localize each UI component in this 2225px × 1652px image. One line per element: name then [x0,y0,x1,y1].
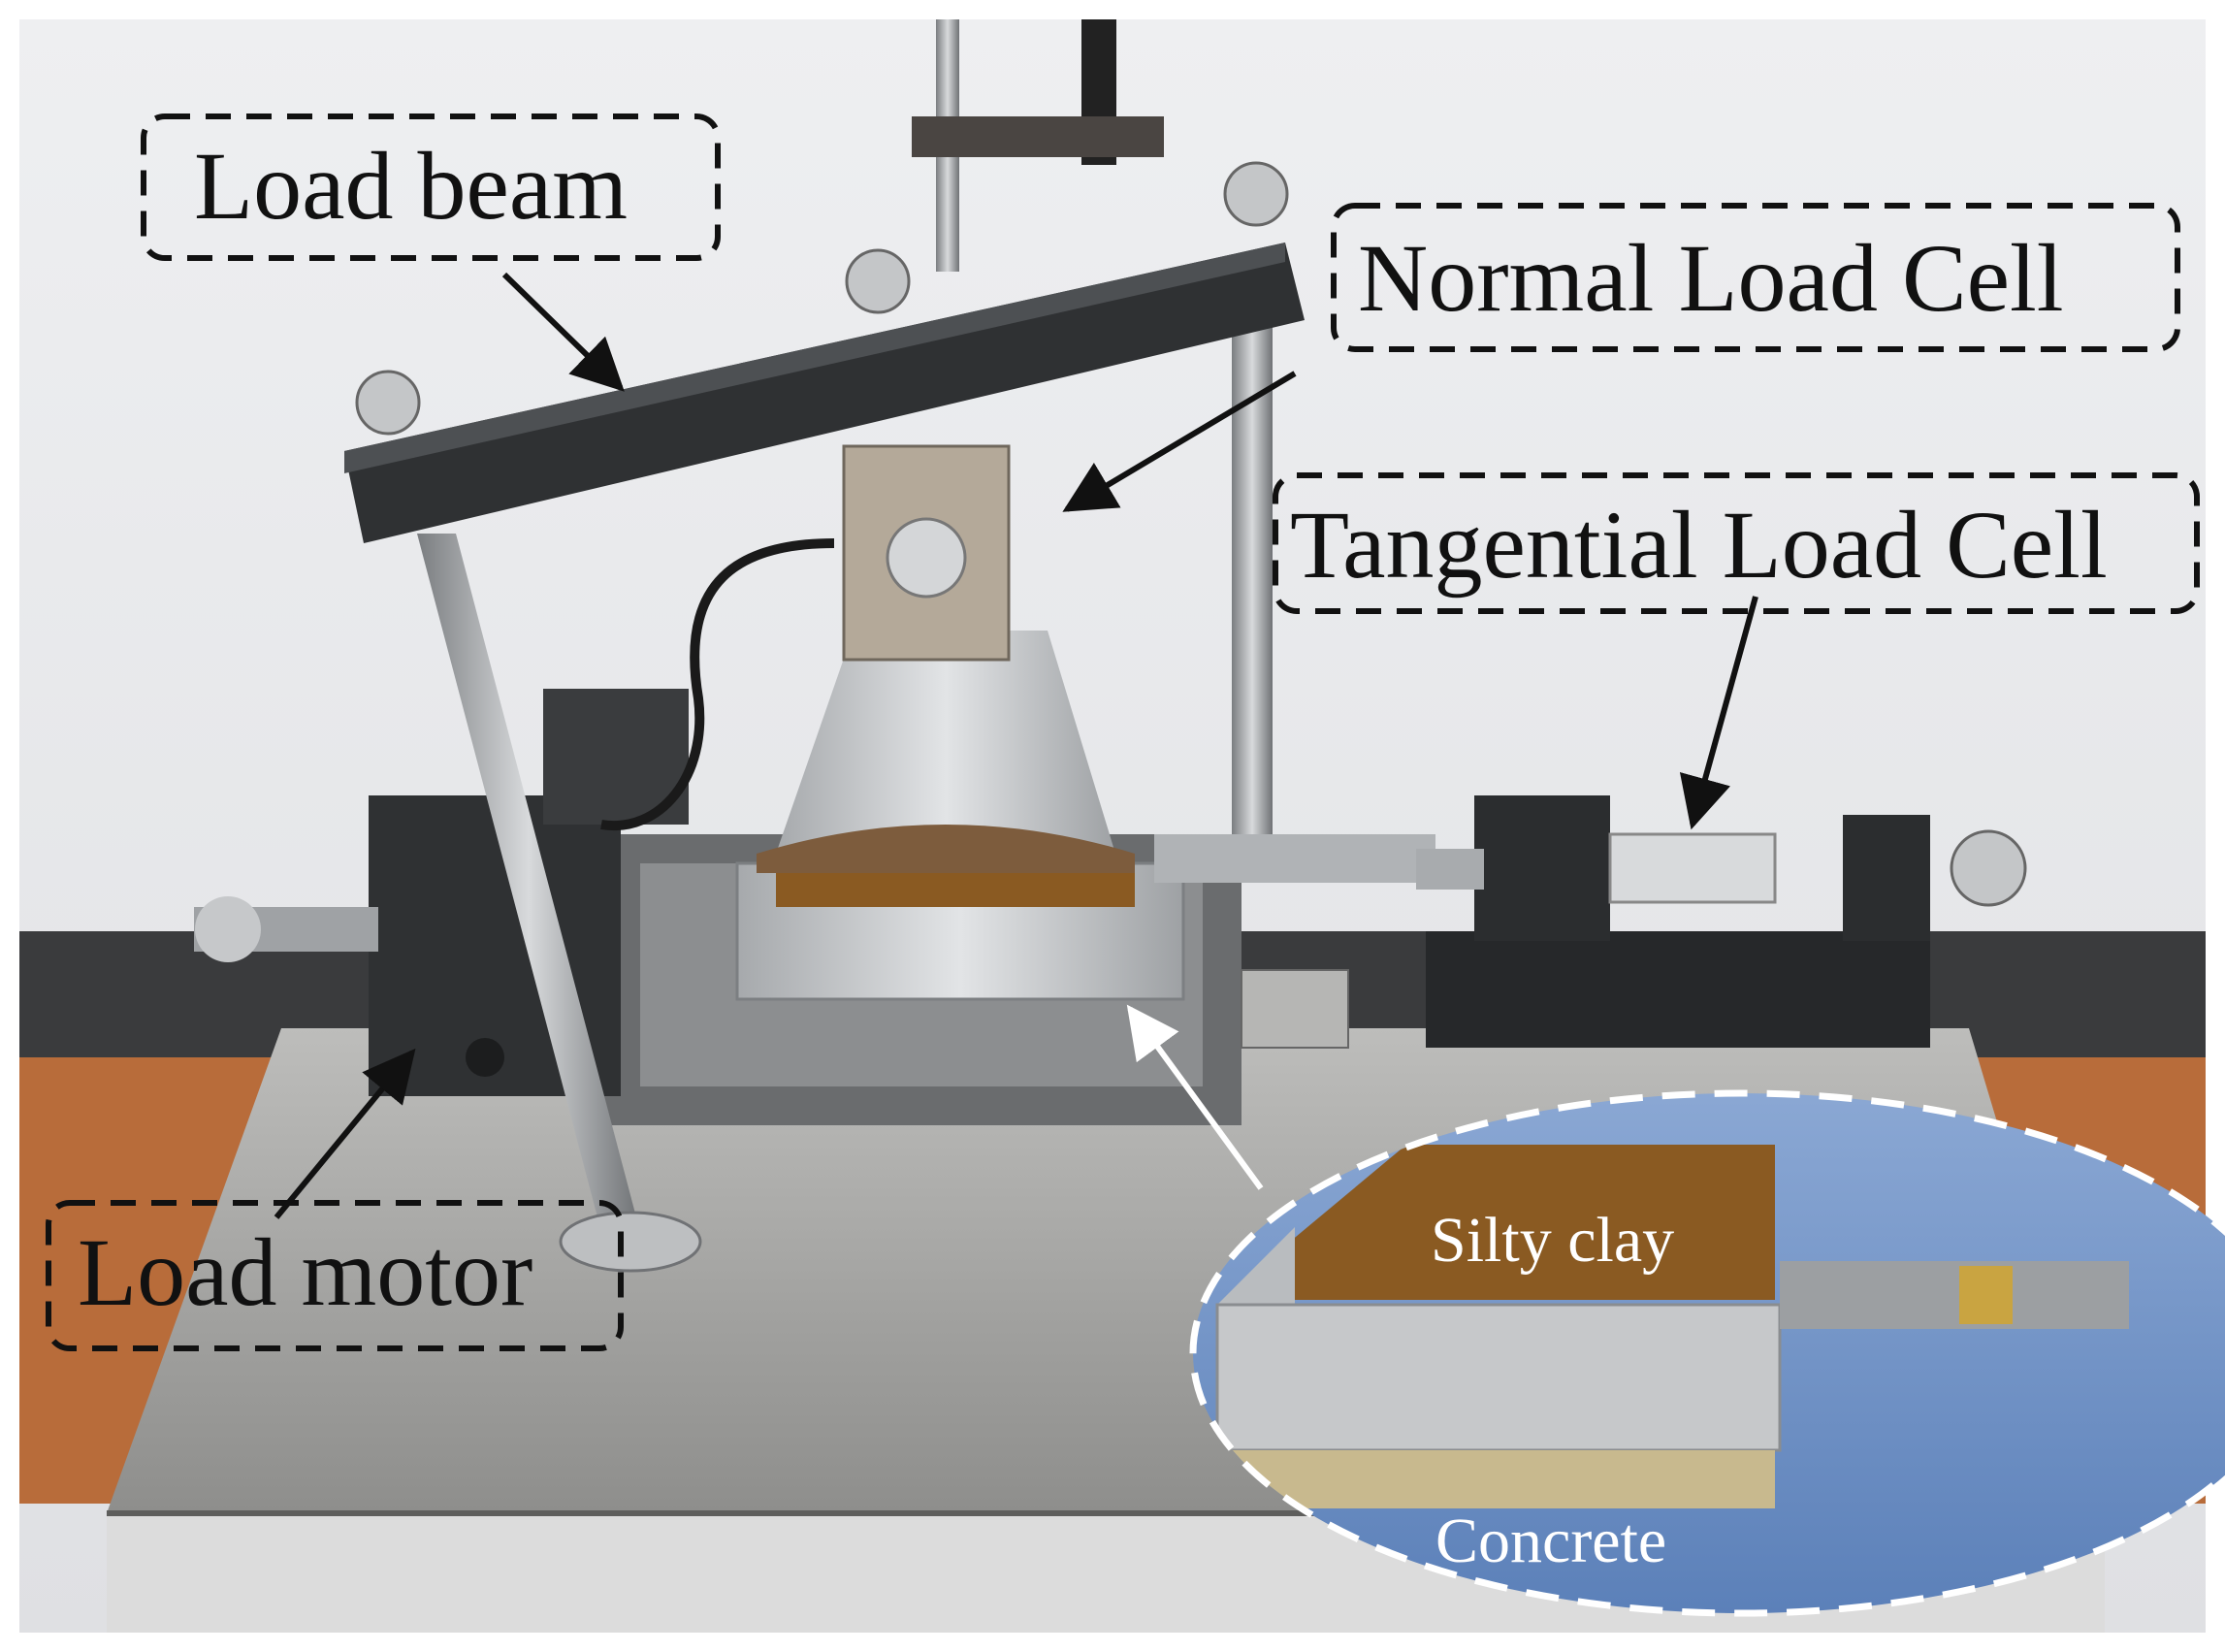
beam-nut-mid [845,248,911,314]
tangential-block-left [1474,795,1610,941]
loading-head [776,631,1115,854]
label-normal-load-cell: Normal Load Cell [1358,224,2064,332]
tangential-load-cell [1608,832,1777,904]
beam-nut-right [1223,161,1289,227]
tangential-knob [1950,829,2027,907]
loading-head-base [757,825,1135,873]
inset-clay [1290,1145,1775,1300]
load-beam-top [344,243,1285,473]
label-box-tangential-load-cell [1273,472,2200,614]
arrow-tangential-load-cell [1679,596,1758,830]
inset-box-front [1215,1303,1782,1452]
beam-nut-left [355,370,421,436]
label-box-normal-load-cell [1331,203,2180,352]
tangential-shaft [1416,849,1484,890]
rod-foot [559,1211,702,1273]
tangential-block-right [1843,815,1930,941]
inset-box-top [1217,1227,1295,1310]
load-cell-knob [886,517,967,599]
clamp-bar [912,116,1164,157]
sensor-cable [600,538,835,831]
inset-brass [1959,1266,2013,1324]
arrow-normal-load-cell [1062,371,1297,512]
inset-border [1189,1089,2225,1617]
inset-detail [1193,1093,2225,1613]
push-rod [1154,834,1435,883]
label-load-motor: Load motor [78,1218,532,1326]
label-load-beam: Load beam [194,132,628,240]
tangential-base [1426,931,1930,1048]
screw-knob [195,896,261,962]
inset-arm [1780,1261,2129,1329]
arrow-load-beam [501,272,625,392]
left-rod [417,534,640,1232]
inset-label-concrete: Concrete [1435,1506,1666,1576]
small-plate [1241,969,1349,1049]
label-box-load-beam [141,113,721,261]
label-tangential-load-cell: Tangential Load Cell [1290,491,2108,599]
inset-label-silty-clay: Silty clay [1431,1205,1674,1276]
inset-concrete [1232,1450,1775,1508]
load-beam [344,243,1305,543]
arrow-load-motor [274,1048,416,1219]
motor-port [466,1038,504,1077]
inset-arrow [1126,1004,1264,1190]
label-box-load-motor [46,1200,624,1351]
